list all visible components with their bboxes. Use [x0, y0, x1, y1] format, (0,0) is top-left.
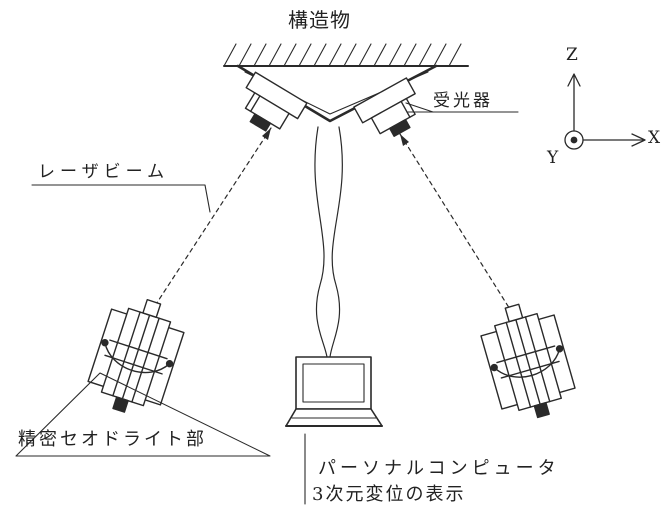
axis-label-z: Z: [566, 45, 578, 65]
theodolite-right-icon: [480, 303, 576, 419]
axis-label-y: Y: [547, 148, 559, 168]
theodolite-left-icon: [87, 298, 185, 413]
laser-beam-left: [146, 127, 272, 319]
leader-lines: [15, 102, 519, 505]
label-theodolite: 精密セオドライト部: [18, 429, 207, 450]
laser-receiver-left-icon: [244, 71, 308, 132]
label-computer: パーソナルコンピュータ: [318, 458, 560, 479]
axis-label-x: X: [648, 128, 661, 148]
laser-receiver-right-icon: [353, 77, 416, 137]
leader-laser-beam: [31, 184, 211, 213]
leader-theodolite: [15, 372, 271, 457]
label-display: 3次元変位の表示: [312, 484, 466, 505]
signal-cables: [314, 126, 343, 358]
laptop-icon: [285, 356, 383, 427]
label-structure: 構造物: [288, 8, 351, 32]
label-receiver: 受光器: [433, 91, 493, 111]
laser-beam-arrowheads: [262, 128, 409, 146]
label-laser-beam: レーザビーム: [38, 162, 170, 182]
laser-beams: [146, 127, 519, 323]
leader-receiver-tick: [405, 102, 434, 113]
laser-beam-right: [399, 133, 519, 323]
structure-ceiling: [223, 43, 469, 67]
axis-triad-icon: [564, 73, 646, 150]
